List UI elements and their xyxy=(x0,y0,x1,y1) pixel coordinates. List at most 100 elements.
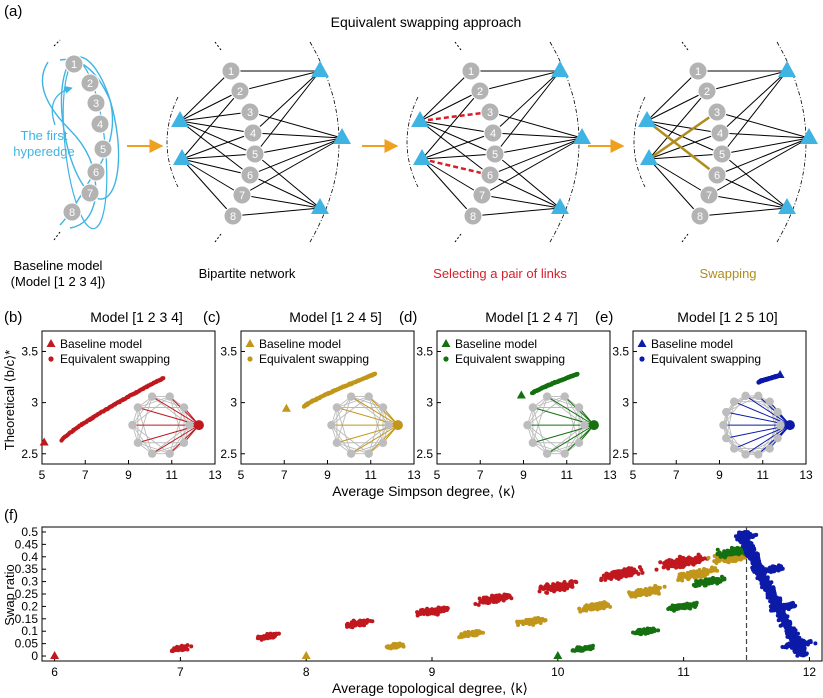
bipartite-node xyxy=(483,123,503,143)
inset-node xyxy=(580,420,589,430)
data-point xyxy=(768,599,773,604)
data-point xyxy=(722,559,727,564)
inset-link xyxy=(169,396,190,426)
bipartite-link xyxy=(494,70,561,155)
data-point xyxy=(178,645,183,650)
inset-link xyxy=(368,424,389,454)
bipartite-node-label: 1 xyxy=(695,66,701,78)
data-point xyxy=(808,640,813,645)
bipartite-link xyxy=(181,158,251,176)
x-tick-label: 8 xyxy=(303,665,310,679)
data-point xyxy=(606,602,611,607)
swap-point xyxy=(373,371,378,376)
inset-node xyxy=(722,433,731,443)
data-point xyxy=(578,609,583,614)
data-point xyxy=(715,551,720,556)
x-tick-label: 11 xyxy=(365,468,378,482)
data-point xyxy=(603,577,608,582)
data-point xyxy=(386,644,391,649)
inset-node xyxy=(765,397,774,406)
inset-link xyxy=(137,396,170,408)
arc-left xyxy=(166,96,179,188)
inset-node xyxy=(528,403,538,412)
bipartite-node-label: 8 xyxy=(230,211,236,223)
data-point xyxy=(786,620,791,625)
hyper-node xyxy=(86,162,106,182)
bipartite-link xyxy=(179,120,251,176)
data-point xyxy=(391,645,396,650)
data-point xyxy=(742,531,747,536)
series-0 xyxy=(50,552,710,660)
inset-link xyxy=(726,437,759,455)
bipartite-node-label: 5 xyxy=(492,149,498,161)
y-tick-label: 0.05 xyxy=(15,637,39,651)
inset-node xyxy=(364,392,373,401)
hyperedge-triangle xyxy=(171,111,189,127)
y-tick-label: 3.5 xyxy=(21,344,38,358)
inset-link xyxy=(527,396,548,426)
bipartite-node-label: 4 xyxy=(717,128,723,140)
data-point xyxy=(738,557,743,562)
legend-baseline: Baseline model xyxy=(455,337,537,351)
bipartite-link xyxy=(249,137,343,176)
inset-node xyxy=(165,392,174,401)
y-tick-label: 0.4 xyxy=(21,550,38,564)
baseline-triangle xyxy=(553,651,563,660)
inset-hub-link xyxy=(745,395,791,426)
dots-bottom xyxy=(214,233,222,243)
data-point xyxy=(431,611,436,616)
swap-point xyxy=(161,376,166,381)
data-point xyxy=(794,637,799,642)
data-point xyxy=(762,576,767,581)
data-point xyxy=(712,553,717,558)
inset-link xyxy=(532,396,548,443)
selected-link xyxy=(419,110,491,123)
hyperedge-triangle xyxy=(640,149,658,165)
bipartite-node-label: 3 xyxy=(487,107,493,119)
inset-link xyxy=(336,396,352,443)
data-point xyxy=(779,607,784,612)
data-point xyxy=(722,555,727,560)
hyperedge-triangle xyxy=(411,111,429,127)
data-point xyxy=(507,593,512,598)
data-point xyxy=(574,580,579,585)
series-2 xyxy=(553,544,754,660)
data-point xyxy=(686,557,691,562)
data-point xyxy=(609,573,614,578)
data-point xyxy=(737,547,742,552)
dots-bottom xyxy=(681,233,689,243)
x-tick-label: 5 xyxy=(238,468,245,482)
data-point xyxy=(629,566,634,571)
inset-node xyxy=(523,420,532,430)
data-point xyxy=(759,564,764,569)
data-point xyxy=(538,585,543,590)
hyper-node xyxy=(64,54,84,74)
data-point xyxy=(485,597,490,602)
inset-link xyxy=(564,396,585,426)
data-point xyxy=(604,571,609,576)
selected-link xyxy=(421,157,491,177)
data-point xyxy=(644,629,649,634)
y-tick-label: 2.5 xyxy=(416,447,433,461)
bipartite-link xyxy=(179,70,232,122)
dots-top xyxy=(454,41,462,51)
swapped-link xyxy=(648,110,718,161)
data-point xyxy=(780,604,785,609)
baseline-triangle xyxy=(301,651,311,660)
data-point xyxy=(769,608,774,613)
data-point xyxy=(476,602,481,607)
panel-label: (c) xyxy=(203,309,221,326)
inset-node xyxy=(754,391,763,401)
inset-link xyxy=(564,396,580,443)
data-point xyxy=(703,572,708,577)
bipartite-link xyxy=(254,153,321,209)
data-point xyxy=(772,601,777,606)
x-tick-label: 9 xyxy=(324,468,331,482)
data-point xyxy=(556,583,561,588)
panel-title: Model [1 2 3 4] xyxy=(90,309,183,325)
bipartite-node-label: 3 xyxy=(714,107,720,119)
data-point xyxy=(441,606,446,611)
data-point xyxy=(752,554,757,559)
inset-node xyxy=(729,444,739,453)
